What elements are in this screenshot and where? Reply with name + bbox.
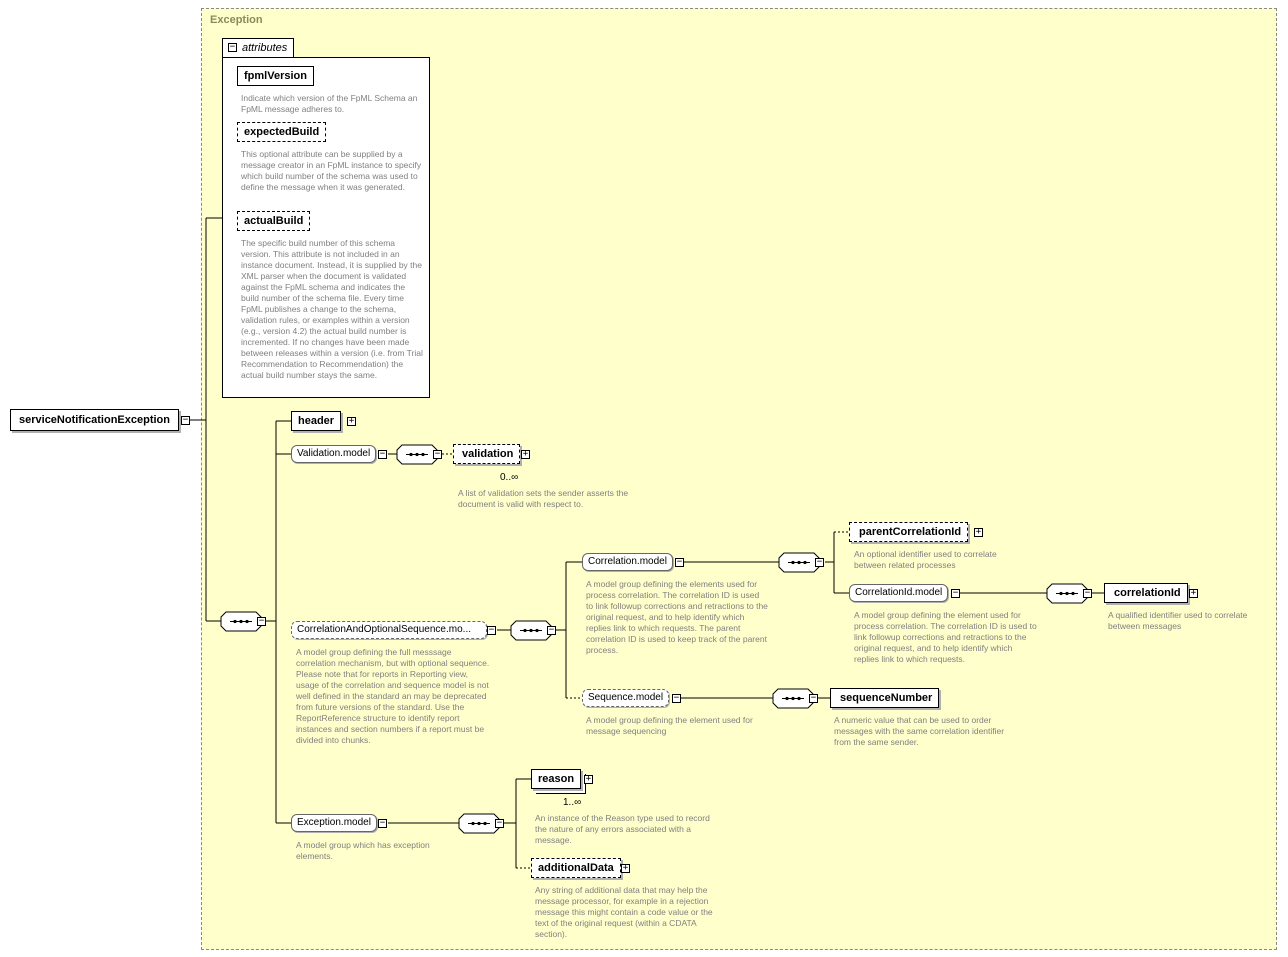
collapse-sequence-icon[interactable]: − xyxy=(433,449,442,459)
group-correlation-and-optional-sequence[interactable]: CorrelationAndOptionalSequence.mo... xyxy=(291,621,487,639)
expand-additional-data-icon[interactable]: + xyxy=(621,863,630,873)
group-description: A model group defining the element used … xyxy=(854,610,1037,664)
root-element-label: serviceNotificationException xyxy=(19,414,170,426)
element-sequence-number[interactable]: sequenceNumber xyxy=(830,688,940,708)
element-header[interactable]: header xyxy=(291,411,342,431)
element-label: sequenceNumber xyxy=(840,692,933,704)
group-validation-model[interactable]: Validation.model xyxy=(291,445,377,463)
group-description: A model group defining the element used … xyxy=(586,715,753,736)
attribute-expectedbuild[interactable]: expectedBuild xyxy=(237,122,327,142)
group-label: Sequence.model xyxy=(588,692,664,703)
attributes-tab[interactable]: attributes xyxy=(222,38,294,58)
element-label: reason xyxy=(538,773,575,785)
group-description: A model group defining the elements used… xyxy=(586,579,768,655)
root-element[interactable]: serviceNotificationException xyxy=(10,409,179,431)
element-label: additionalData xyxy=(538,862,614,874)
attribute-description: Indicate which version of the FpML Schem… xyxy=(241,93,418,114)
collapse-sequence-icon[interactable]: − xyxy=(1083,588,1092,598)
cardinality-label: 1..∞ xyxy=(563,797,582,808)
element-description: A numeric value that can be used to orde… xyxy=(834,715,1005,747)
group-correlation-id-model[interactable]: CorrelationId.model xyxy=(849,584,949,602)
collapse-corr-opt-seq-icon[interactable]: − xyxy=(487,625,496,635)
group-description: A model group which has exception elemen… xyxy=(296,840,430,861)
group-exception-model[interactable]: Exception.model xyxy=(291,814,377,832)
attribute-name: expectedBuild xyxy=(244,126,320,138)
element-correlation-id[interactable]: correlationId xyxy=(1104,583,1188,603)
group-label: Validation.model xyxy=(297,448,371,459)
group-label: CorrelationAndOptionalSequence.mo... xyxy=(297,624,471,635)
cardinality-label: 0..∞ xyxy=(500,472,519,483)
attributes-tab-label: attributes xyxy=(242,42,288,54)
group-correlation-model[interactable]: Correlation.model xyxy=(582,553,673,571)
collapse-attributes-icon[interactable]: − xyxy=(228,42,237,52)
collapse-main-sequence-icon[interactable]: − xyxy=(257,616,266,626)
collapse-correlation-model-icon[interactable]: − xyxy=(675,557,684,567)
attribute-name: fpmlVersion xyxy=(244,70,307,82)
expand-correlation-id-icon[interactable]: + xyxy=(1189,588,1198,598)
collapse-sequence-icon[interactable]: − xyxy=(809,693,818,703)
attribute-name: actualBuild xyxy=(244,215,304,227)
attribute-fpmlversion[interactable]: fpmlVersion xyxy=(237,66,314,86)
element-validation[interactable]: validation xyxy=(453,444,521,464)
group-sequence-model[interactable]: Sequence.model xyxy=(582,689,670,707)
collapse-sequence-icon[interactable]: − xyxy=(495,818,504,828)
expand-parent-correlation-id-icon[interactable]: + xyxy=(974,527,983,537)
element-description: Any string of additional data that may h… xyxy=(535,885,713,939)
attribute-actualbuild[interactable]: actualBuild xyxy=(237,211,311,231)
element-additional-data[interactable]: additionalData xyxy=(531,858,621,878)
collapse-root-icon[interactable]: − xyxy=(181,415,190,425)
expand-reason-icon[interactable]: + xyxy=(584,774,593,784)
expand-validation-icon[interactable]: + xyxy=(521,449,530,459)
type-title: Exception xyxy=(210,14,263,26)
element-description: A qualified identifier used to correlate… xyxy=(1108,610,1248,631)
element-label: correlationId xyxy=(1114,587,1181,599)
element-description: A list of validation sets the sender ass… xyxy=(458,488,629,509)
attribute-description: The specific build number of this schema… xyxy=(241,238,423,380)
element-label: parentCorrelationId xyxy=(859,526,962,538)
attribute-description: This optional attribute can be supplied … xyxy=(241,149,422,192)
group-label: Correlation.model xyxy=(588,556,667,567)
group-label: CorrelationId.model xyxy=(855,587,943,598)
group-description: A model group defining the full messsage… xyxy=(296,647,490,745)
element-reason[interactable]: reason xyxy=(531,769,582,789)
expand-header-icon[interactable]: + xyxy=(347,416,356,426)
collapse-sequence-icon[interactable]: − xyxy=(547,625,556,635)
element-description: An instance of the Reason type used to r… xyxy=(535,813,710,845)
element-parent-correlation-id[interactable]: parentCorrelationId xyxy=(849,522,969,542)
element-description: An optional identifier used to correlate… xyxy=(854,549,997,570)
collapse-exception-model-icon[interactable]: − xyxy=(378,818,387,828)
collapse-sequence-model-icon[interactable]: − xyxy=(672,693,681,703)
collapse-correlation-id-model-icon[interactable]: − xyxy=(951,588,960,598)
element-label: validation xyxy=(462,448,514,460)
group-label: Exception.model xyxy=(297,817,371,828)
element-label: header xyxy=(298,415,335,427)
collapse-validation-model-icon[interactable]: − xyxy=(378,449,387,459)
collapse-sequence-icon[interactable]: − xyxy=(815,557,824,567)
